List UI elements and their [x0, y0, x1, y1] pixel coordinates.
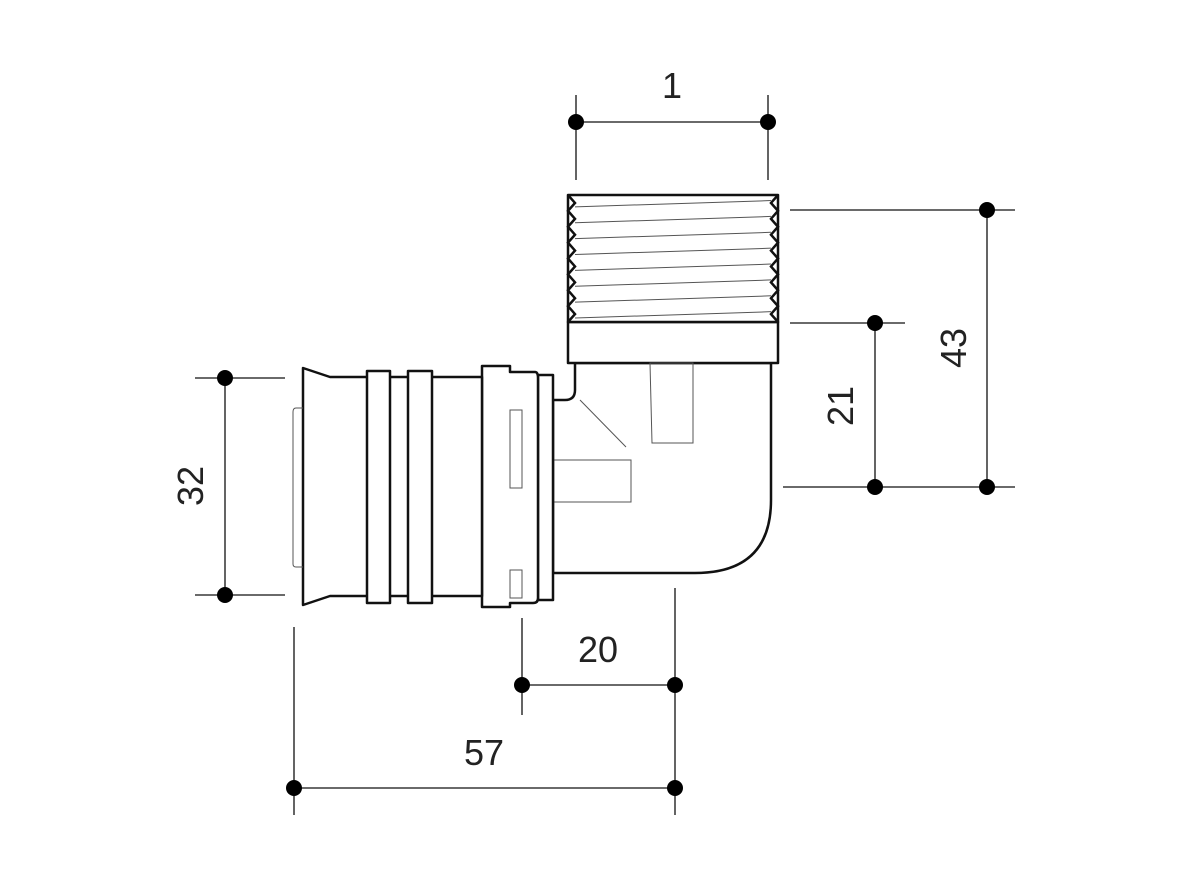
dimension-thread-size: 1 — [568, 65, 776, 180]
label-pipe-diameter: 32 — [170, 466, 211, 506]
thread-profile — [566, 194, 577, 323]
label-thread-size: 1 — [662, 65, 682, 106]
label-overall-height: 43 — [933, 328, 974, 368]
label-overall-length: 57 — [464, 732, 504, 773]
dimension-thread-to-axis: 21 — [790, 315, 905, 495]
dimension-socket-depth: 20 — [514, 588, 683, 815]
thread-line — [574, 311, 772, 319]
label-thread-to-axis: 21 — [820, 386, 861, 426]
thread-line — [574, 279, 772, 287]
dimension-overall-length: 57 — [286, 627, 683, 815]
thread-lines — [566, 194, 780, 323]
thread-profile — [769, 194, 780, 323]
thread-line — [574, 247, 772, 256]
thread-line — [574, 231, 772, 240]
pipe-socket — [292, 364, 555, 609]
dimension-pipe-diameter: 32 — [170, 370, 285, 603]
label-socket-depth: 20 — [578, 629, 618, 670]
thread-line — [574, 200, 772, 208]
thread-line — [574, 215, 772, 224]
elbow-body — [551, 193, 780, 575]
thread-line — [574, 295, 772, 303]
dimension-overall-height: 43 — [783, 202, 1015, 495]
thread-line — [574, 263, 772, 271]
